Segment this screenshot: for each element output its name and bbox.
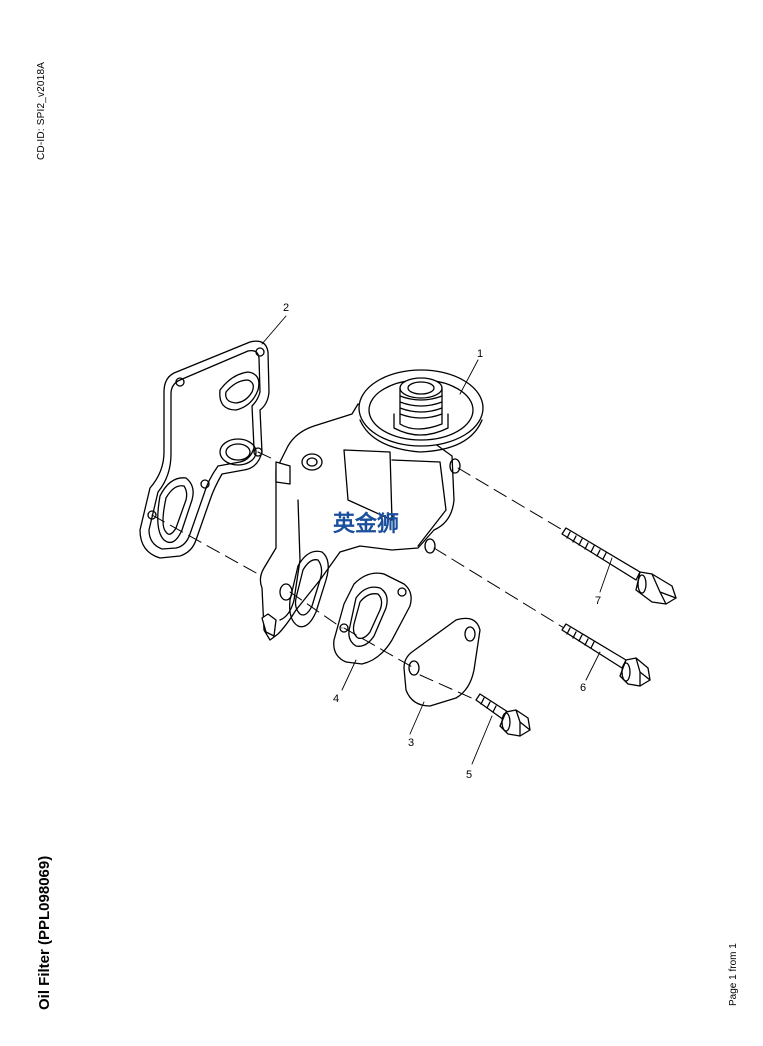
alignment-lines [151, 451, 567, 701]
part-1-oil-filter-housing [259, 369, 484, 641]
part-3-cover-plate [403, 617, 481, 707]
watermark-text: 英金狮 [333, 511, 399, 537]
part-2-gasket [139, 340, 270, 559]
callout-6: 6 [580, 682, 586, 694]
callout-4: 4 [333, 693, 339, 705]
leader-lines [261, 315, 613, 765]
callout-1: 1 [477, 348, 483, 360]
page-indicator: Page 1 from 1 [728, 943, 739, 1006]
part-5-short-bolt [475, 693, 531, 737]
callout-5: 5 [466, 769, 472, 781]
part-4-small-gasket [333, 572, 412, 665]
part-7-long-bolt [561, 527, 677, 605]
callout-2: 2 [283, 302, 289, 314]
callout-7: 7 [595, 595, 601, 607]
callout-3: 3 [408, 737, 414, 749]
diagram-title: Oil Filter (PPL098069) [36, 855, 53, 1010]
part-6-medium-bolt [561, 623, 651, 687]
